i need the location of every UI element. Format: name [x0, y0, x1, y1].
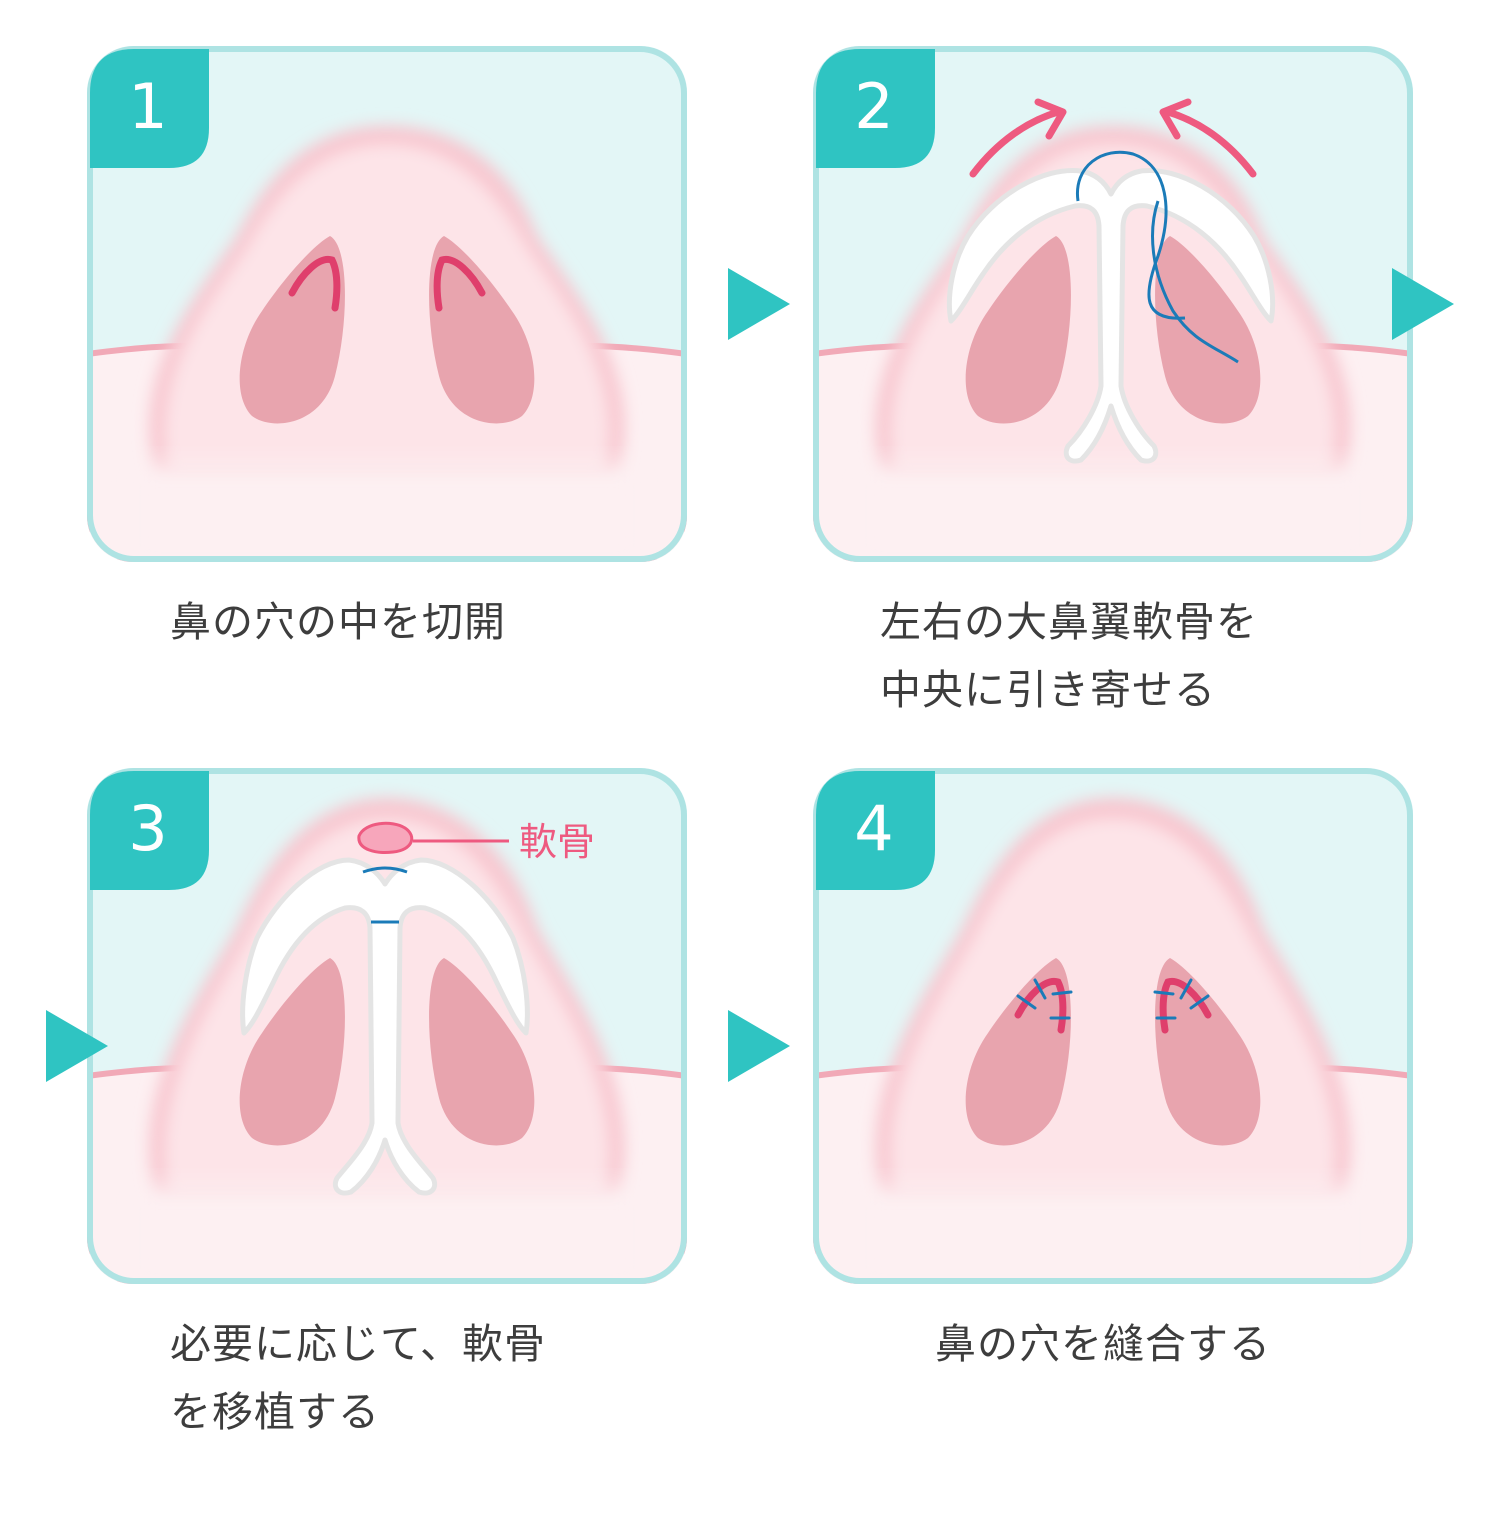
- step-2-illustration: [813, 46, 1413, 562]
- left-nostril: [239, 236, 345, 424]
- step-4-illustration: [813, 768, 1413, 1284]
- right-nostril: [429, 236, 535, 424]
- step-4-panel: 4: [813, 768, 1413, 1284]
- step-2-panel: 2: [813, 46, 1413, 562]
- step-1-illustration: [87, 46, 687, 562]
- step-3-number: 3: [128, 792, 168, 865]
- step-1-panel: 1: [87, 46, 687, 562]
- step-2-number: 2: [854, 70, 894, 143]
- step-4-caption: 鼻の穴を縫合する: [935, 1310, 1271, 1378]
- step-2-caption: 左右の大鼻翼軟骨を 中央に引き寄せる: [880, 588, 1258, 724]
- pull-arrow-icon: [969, 108, 1062, 178]
- step-3-caption: 必要に応じて、軟骨 を移植する: [170, 1310, 546, 1446]
- caption-line: 鼻の穴の中を切開: [170, 598, 506, 646]
- caption-line: 鼻の穴を縫合する: [935, 1320, 1271, 1368]
- step-3-illustration: [87, 768, 687, 1284]
- graft-cartilage: [357, 821, 414, 854]
- step-arrow-icon: [1392, 268, 1454, 340]
- caption-line: を移植する: [170, 1388, 380, 1436]
- caption-line: 左右の大鼻翼軟骨を: [880, 598, 1258, 646]
- step-3-panel: 3 軟骨: [87, 768, 687, 1284]
- caption-line: 中央に引き寄せる: [880, 666, 1216, 714]
- caption-line: 必要に応じて、軟骨: [170, 1320, 546, 1368]
- step-arrow-icon: [728, 268, 790, 340]
- cartilage-label: 軟骨: [519, 820, 596, 864]
- step-arrow-icon: [46, 1010, 108, 1082]
- pull-arrow-icon: [1164, 108, 1257, 178]
- step-1-number: 1: [128, 70, 168, 143]
- step-1-caption: 鼻の穴の中を切開: [170, 588, 506, 656]
- step-arrow-icon: [728, 1010, 790, 1082]
- step-4-number: 4: [854, 792, 894, 865]
